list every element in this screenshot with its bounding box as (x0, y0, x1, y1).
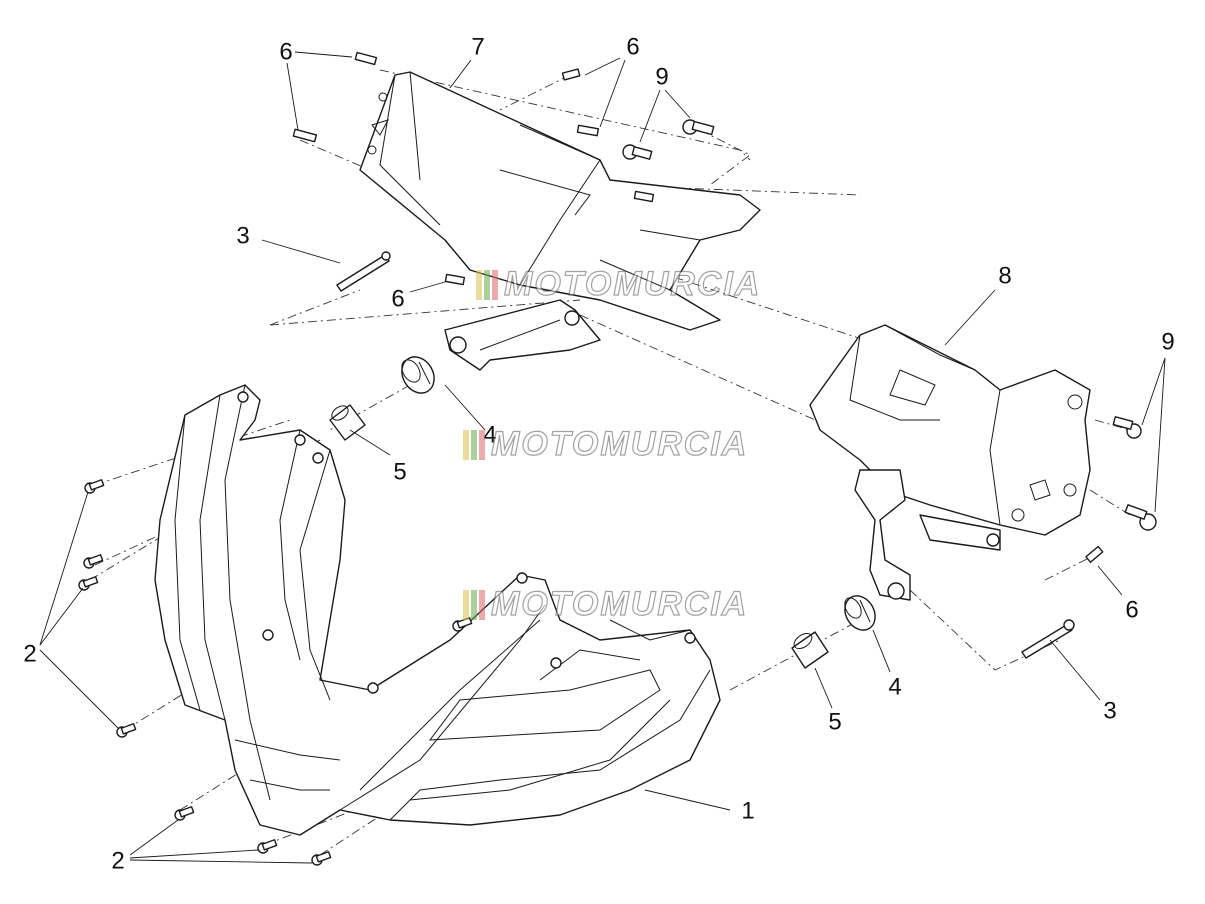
callout-4-right: 4 (888, 673, 901, 700)
callout-6-middle: 6 (391, 285, 404, 312)
callout-9-top: 9 (655, 63, 668, 90)
callout-3-right: 3 (1103, 697, 1116, 724)
callout-9-right: 9 (1161, 328, 1174, 355)
screw-6 (292, 51, 1104, 563)
pin-3 (336, 251, 1075, 659)
headlight-assembly (154, 384, 721, 836)
callout-2-left: 2 (23, 640, 36, 667)
screw-9 (622, 119, 1157, 531)
screw-2 (78, 479, 473, 866)
spacer-5 (329, 404, 829, 669)
upper-headlight-bracket (359, 71, 761, 371)
callout-6-top-left: 6 (279, 38, 292, 65)
callout-1: 1 (741, 797, 754, 824)
callout-8: 8 (998, 262, 1011, 289)
callout-4-left: 4 (483, 421, 496, 448)
side-headlight-bracket (809, 324, 1091, 601)
callout-6-right: 6 (1125, 596, 1138, 623)
callout-labels: 1 2 2 3 3 4 4 5 5 6 6 6 6 7 8 9 9 (23, 33, 1174, 874)
grommet-4 (401, 356, 876, 631)
callout-7: 7 (471, 33, 484, 60)
callout-5-left: 5 (393, 458, 406, 485)
callout-5-right: 5 (828, 708, 841, 735)
callout-3-left: 3 (236, 222, 249, 249)
callout-2-bottom: 2 (111, 847, 124, 874)
callout-6-top: 6 (626, 33, 639, 60)
callout-leaders (39, 51, 1166, 864)
